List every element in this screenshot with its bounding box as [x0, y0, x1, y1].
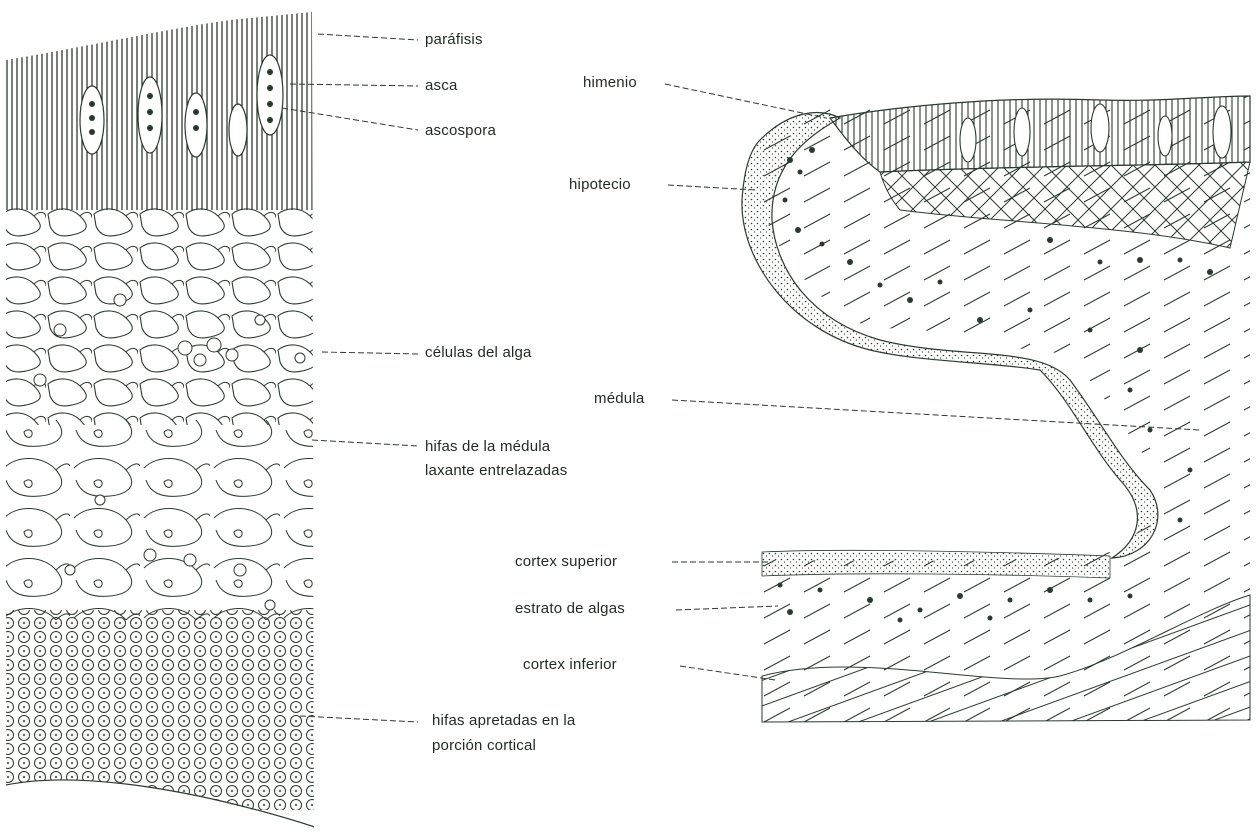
label-hipotecio: hipotecio	[569, 174, 631, 195]
label-medula: médula	[594, 388, 644, 409]
upper-cortex-right	[762, 550, 1110, 578]
label-celulas-alga: células del alga	[425, 342, 532, 363]
label-hifas-medula-line1: hifas de la médula	[425, 436, 550, 457]
label-estrato-algas: estrato de algas	[515, 598, 625, 619]
label-hifas-apretadas-line2: porción cortical	[432, 735, 536, 756]
label-hifas-apretadas-line1: hifas apretadas en la	[432, 710, 575, 731]
label-parafisis: paráfisis	[425, 29, 483, 50]
label-hifas-medula-line2: laxante entrelazadas	[425, 460, 567, 481]
left-section	[6, 10, 320, 832]
label-himenio: himenio	[583, 72, 637, 93]
label-ascospora: ascospora	[425, 120, 496, 141]
right-section	[742, 96, 1250, 722]
medulla-left	[6, 420, 316, 620]
label-asca: asca	[425, 75, 458, 96]
hymenium-right	[830, 96, 1250, 172]
label-cortex-inferior: cortex inferior	[523, 654, 617, 675]
label-cortex-superior: cortex superior	[515, 551, 617, 572]
algal-zone-left	[6, 205, 316, 425]
